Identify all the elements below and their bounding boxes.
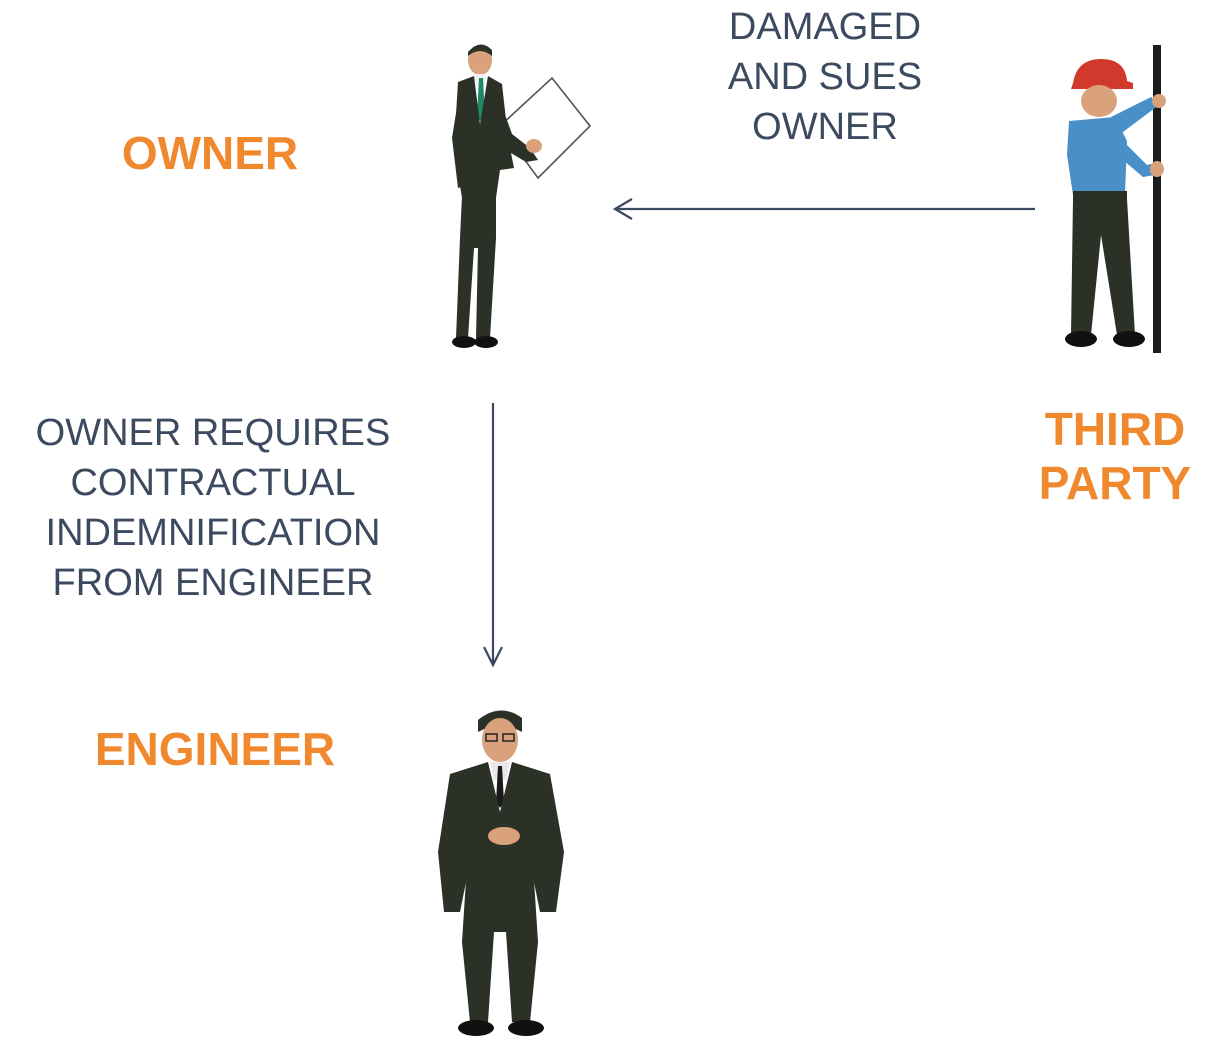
damage-caption-line-3: OWNER (752, 106, 898, 148)
indemnification-caption-line-4: FROM ENGINEER (52, 562, 374, 604)
owner-to-engineer-arrow (483, 403, 503, 668)
indemnification-caption-line-3: INDEMNIFICATION (45, 512, 381, 554)
third-party-label: THIRD PARTY (1010, 402, 1208, 510)
third-party-label-line-1: THIRD (1044, 403, 1186, 455)
engineer-label-text: ENGINEER (94, 723, 336, 775)
construction-worker-with-pole-icon (1065, 45, 1166, 353)
damage-caption-line-2: AND SUES (727, 56, 923, 98)
damage-caption-line-1: DAMAGED (728, 6, 922, 48)
third-party-to-owner-arrow (612, 198, 1035, 220)
businessman-with-clipboard-icon (452, 44, 592, 348)
indemnification-caption-line-1: OWNER REQUIRES (35, 412, 391, 454)
damage-caption: DAMAGED AND SUES OWNER (660, 2, 990, 152)
owner-label: OWNER (60, 126, 360, 180)
indemnification-caption-line-2: CONTRACTUAL (70, 462, 356, 504)
engineer-label: ENGINEER (40, 722, 390, 776)
owner-label-text: OWNER (121, 127, 299, 179)
third-party-label-line-2: PARTY (1038, 457, 1192, 509)
engineer-in-suit-icon (438, 710, 564, 1036)
indemnification-caption: OWNER REQUIRES CONTRACTUAL INDEMNIFICATI… (0, 408, 426, 608)
